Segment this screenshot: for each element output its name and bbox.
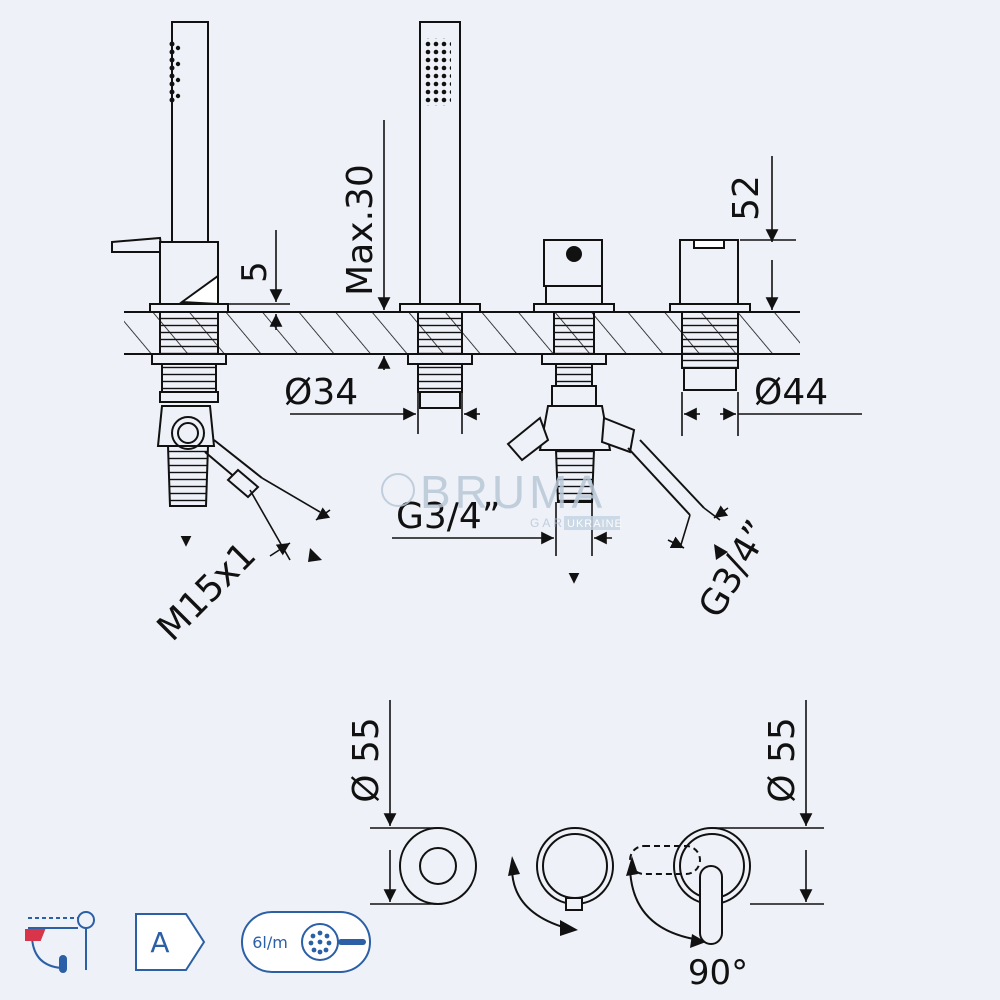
flow-direction-arrow-center: ▼ (569, 570, 580, 586)
lever-dashed-position (629, 845, 701, 875)
front-hand-shower (399, 21, 481, 409)
flange-side (149, 303, 229, 313)
front-mixer (506, 239, 705, 516)
shower-head-icon (301, 923, 366, 961)
dimension-hose-thread (249, 477, 331, 561)
hand-shower-top (419, 847, 457, 885)
dim-rosette-left: Ø 55 (346, 717, 387, 803)
dimension-diameter-34 (290, 380, 480, 434)
dim-diameter-34: Ø34 (284, 372, 358, 413)
top-view-rosettes (399, 827, 751, 945)
flange-front-left (399, 303, 481, 313)
dim-max-deck: Max.30 (340, 164, 381, 296)
energy-class-badge: A (135, 913, 206, 971)
hand-shower-side (171, 21, 209, 243)
dim-hose-thread: M15x1 (150, 535, 265, 650)
dim-diameter-44: Ø44 (754, 372, 828, 413)
dimension-rosette-left (370, 700, 436, 905)
energy-class-label: A (150, 926, 169, 959)
mixer-handle (543, 239, 603, 287)
front-diverter (669, 239, 751, 391)
valve-left (506, 416, 550, 462)
diverter-handle (679, 239, 739, 305)
watermark-sub-right: UKRAINE (567, 518, 623, 530)
dim-mixer-height: 52 (726, 175, 767, 221)
side-view-hand-shower (111, 21, 263, 507)
dimension-connection-center (392, 502, 612, 556)
flow-rate-label: 6l/m (252, 933, 288, 952)
mixer-dot (566, 246, 582, 262)
dimension-connection-right (667, 505, 729, 549)
dimension-5 (228, 230, 290, 330)
dimension-mixer-height (740, 156, 796, 313)
dimension-rosette-right (714, 700, 824, 905)
dim-connection-center: G3/4” (396, 496, 500, 537)
mixer-pin (565, 897, 583, 911)
watermark: BRUMA GAR UKRAINE (381, 466, 623, 530)
rotation-angle: 90° (688, 953, 748, 993)
dim-flange-height: 5 (235, 261, 275, 283)
dimension-diameter-44 (681, 392, 862, 436)
dimension-max-deck (360, 120, 400, 370)
thermostat-icon (25, 911, 95, 973)
watermark-brand: BRUMA (420, 466, 606, 518)
dim-connection-right: G3/4” (691, 514, 779, 625)
watermark-sub-left: GAR (530, 516, 565, 530)
flow-direction-arrow-left: ▼ (181, 533, 192, 549)
dim-rosette-right: Ø 55 (762, 717, 803, 803)
valve-right (600, 416, 636, 454)
lever-side (111, 236, 164, 253)
watermark-logo-icon (381, 473, 415, 507)
rotation-arrows (511, 867, 701, 941)
lever-top (699, 865, 723, 945)
shower-holes-side (169, 41, 181, 103)
flow-rate-badge: 6l/m (241, 911, 371, 973)
shower-head-holes (425, 38, 451, 106)
